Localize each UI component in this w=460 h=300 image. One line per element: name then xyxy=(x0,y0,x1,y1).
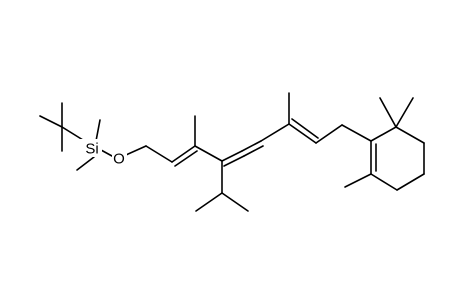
ring-bond-c1-c2 xyxy=(370,126,397,142)
bond-isopropyl-methyl-right xyxy=(221,192,249,212)
ring-methyl xyxy=(344,173,372,188)
atom-label-si-group: Si xyxy=(80,139,102,158)
ring-bond-c4-c5 xyxy=(396,173,425,191)
bond-c5-c6-double-a xyxy=(241,140,262,152)
ring-gem-methyl-2 xyxy=(395,97,414,128)
bond-ch2-c2 xyxy=(145,145,173,163)
bond-c7-c8-double-a xyxy=(288,123,317,144)
ring-gem-methyl-1 xyxy=(379,97,397,128)
bond-si-methyl-down xyxy=(76,156,95,171)
bond-c7-c8-double-b xyxy=(291,118,319,139)
cyclohexene-ring xyxy=(344,97,425,191)
bond-c9-ring xyxy=(341,124,372,142)
atom-label-si: Si xyxy=(85,141,98,158)
bond-c4-c5-double-b xyxy=(223,155,245,167)
isopropyl-group xyxy=(195,160,249,212)
bond-si-o xyxy=(100,149,113,157)
atom-label-o-group: O xyxy=(112,150,127,168)
bond-c8-c9 xyxy=(315,124,343,144)
ring-bond-c2-c3 xyxy=(395,126,425,144)
silyl-bonds xyxy=(76,119,113,171)
bond-c2-c3-double-b xyxy=(174,150,198,167)
ring-bond-c5-c6 xyxy=(370,173,398,191)
bond-c3-c4 xyxy=(194,145,223,162)
bond-si-methyl-up xyxy=(95,119,101,142)
polyene-allene-chain xyxy=(125,92,372,167)
tert-butyl-group xyxy=(39,102,84,152)
bond-tbu-methyl-left xyxy=(39,115,63,128)
bond-c2-c3-double-a xyxy=(171,145,196,163)
bond-o-ch2 xyxy=(125,145,147,156)
bond-c5-c6-double-b xyxy=(243,145,264,157)
atom-label-o: O xyxy=(113,151,125,168)
bond-isopropyl-methyl-left xyxy=(195,192,223,212)
bond-tbu-si xyxy=(61,126,84,141)
bond-c6-c7 xyxy=(260,123,290,142)
bond-c4-c5-double-a xyxy=(221,150,243,162)
